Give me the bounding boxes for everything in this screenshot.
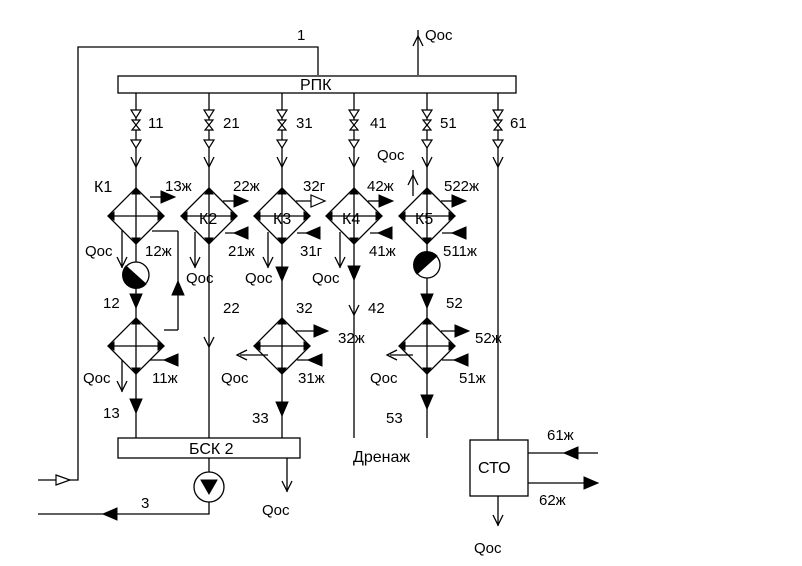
stream-21-label: 21 [223, 115, 240, 132]
stream-32zh-label: 32ж [338, 330, 365, 347]
stream-52-label: 52 [446, 295, 463, 312]
stream-51-label: 51 [440, 115, 457, 132]
exchanger-1b-ports [116, 353, 179, 392]
stream-31g-label: 31г [300, 243, 323, 260]
k5-qos-top [407, 170, 419, 196]
sto-label: СТО [478, 460, 511, 477]
column-5-feed [421, 93, 433, 188]
row1-qos-outlets [116, 230, 346, 268]
stream-511zh-label: 511ж [443, 243, 477, 260]
stream-3-label: 3 [141, 495, 149, 512]
stream-52zh-label: 52ж [475, 330, 502, 347]
qos-bsk-label: Qос [262, 502, 290, 519]
stream-11zh-label: 11ж [152, 370, 178, 387]
stream-31zh-label: 31ж [298, 370, 325, 387]
stream-53-label: 53 [386, 410, 403, 427]
k4-label: К4 [342, 211, 360, 228]
stream-12zh-label: 12ж [145, 243, 172, 260]
k2-label: К2 [199, 211, 217, 228]
qos-k4-label: Qос [312, 270, 340, 287]
stream-22-label: 22 [223, 300, 240, 317]
column-2-lower [203, 244, 215, 438]
column-1-feed [130, 93, 142, 188]
qos-3b-label: Qос [221, 370, 249, 387]
stream-33-label: 33 [252, 410, 269, 427]
column-2-feed [203, 93, 215, 188]
exchanger-3b-ports [235, 324, 329, 367]
exchanger-3b [253, 317, 311, 375]
exchanger-5b [398, 317, 456, 375]
exchanger-1b [107, 317, 165, 375]
stream-61-label: 61 [510, 115, 527, 132]
stream-13-label: 13 [103, 405, 120, 422]
bsk2-label: БСК 2 [189, 441, 234, 458]
k5-label: К5 [415, 211, 433, 228]
stream-32-label: 32 [296, 300, 313, 317]
stream-11-label: 11 [148, 115, 164, 132]
stream-13zh-label: 13ж [165, 178, 192, 195]
stream-32g-label: 32г [303, 178, 326, 195]
k5-qos-top-label: Qос [377, 147, 405, 164]
k1-label: К1 [94, 179, 112, 196]
exchanger-5b-ports [385, 324, 470, 367]
sto-ports [492, 446, 599, 526]
stream-42-label: 42 [368, 300, 385, 317]
stream-41-label: 41 [370, 115, 387, 132]
stream-22zh-label: 22ж [233, 178, 260, 195]
column-4-feed [348, 93, 360, 188]
stream-51zh-label: 51ж [459, 370, 486, 387]
feed-line-1 [38, 46, 319, 486]
rpk-header [117, 75, 517, 94]
stream-42zh-label: 42ж [367, 178, 394, 195]
row1-inputs [152, 226, 467, 240]
stream-522zh-label: 522ж [444, 178, 479, 195]
stream-41zh-label: 41ж [369, 243, 396, 260]
qos-5b-label: Qос [370, 370, 398, 387]
qos-1b-label: Qос [83, 370, 111, 387]
stream-62zh-label: 62ж [539, 492, 566, 509]
qos-k1-label: Qос [85, 243, 113, 260]
stream-1-label: 1 [297, 27, 305, 44]
column-6-feed [492, 93, 504, 452]
bsk2-qos-outlet [281, 458, 293, 492]
column-4-lower [347, 244, 361, 438]
row1-outputs [150, 190, 467, 208]
drain-label: Дренаж [353, 449, 410, 466]
qos-sto-label: Qос [474, 540, 502, 557]
return-pump [38, 458, 225, 521]
stream-31-label: 31 [296, 115, 313, 132]
qos-k2-label: Qос [186, 270, 214, 287]
stream-12-label: 12 [103, 295, 120, 312]
k3-label: К3 [273, 211, 291, 228]
qos-k3-label: Qос [245, 270, 273, 287]
stream-61zh-label: 61ж [547, 427, 574, 444]
top-qos-label: Qос [425, 27, 453, 44]
sto-unit [469, 439, 529, 497]
top-qos-outlet [412, 30, 424, 75]
stream-21zh-label: 21ж [228, 243, 255, 260]
rpk-label: РПК [300, 77, 332, 94]
column-3-feed [276, 93, 288, 188]
